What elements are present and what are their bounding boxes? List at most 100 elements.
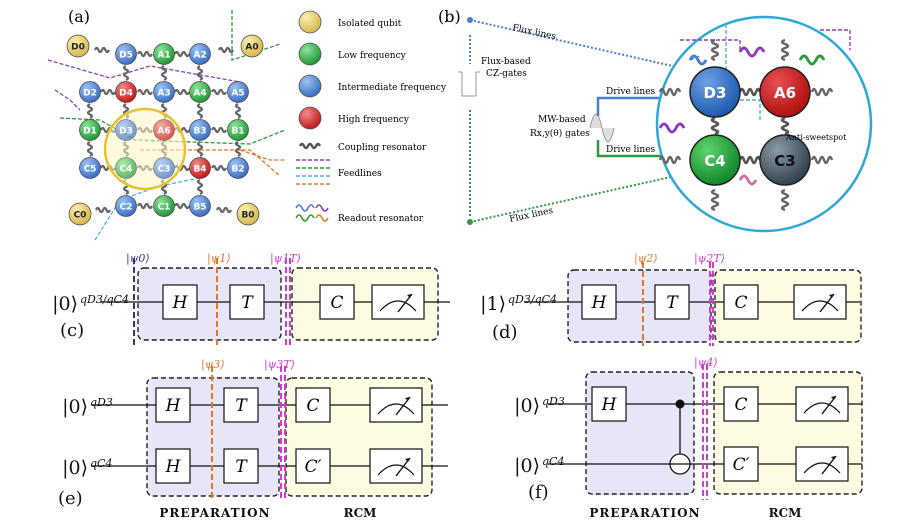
qubit-label-D3: D3	[119, 127, 133, 137]
legend-isolated-swatch	[298, 10, 322, 34]
circuit-e-input-2-sub: qC4	[90, 457, 112, 470]
qubit-label-C2: C2	[120, 203, 133, 213]
qubit-A6	[153, 119, 175, 141]
cnot-control-dot	[675, 399, 685, 409]
state-label-c2: |ψ1T⟩	[270, 252, 301, 266]
meter-f1-arrow	[831, 396, 836, 400]
coupling-resonator	[234, 102, 242, 120]
legend: Isolated qubit Low frequency Intermediat…	[295, 10, 447, 224]
qubit-D5	[115, 43, 137, 65]
coupling-resonator	[160, 64, 168, 82]
state-label-f: |ψ4⟩	[694, 356, 718, 370]
gate-T-d-label: T	[666, 293, 679, 313]
gate-C-c	[319, 284, 355, 320]
qubit-label-B0: B0	[241, 211, 254, 221]
qubit-D1	[79, 119, 101, 141]
coupling-resonator	[122, 64, 130, 82]
state-label-d2: |ψ2T⟩	[694, 252, 725, 266]
gate-H-d	[581, 284, 617, 320]
prep-label-e: PREPARATION	[159, 506, 270, 520]
feedline	[54, 89, 81, 111]
qubit-label-B5: B5	[193, 203, 206, 213]
zoom-qubit-label-C4: C4	[704, 152, 725, 170]
qubit-C2	[115, 195, 137, 217]
panel-label-d: (d)	[492, 322, 518, 343]
zoom-readout-resonator	[658, 122, 686, 134]
flux-line-top	[469, 19, 691, 71]
anti-sweetspot-label: Anti-sweetspot	[785, 133, 847, 142]
meter-c	[371, 284, 425, 320]
qubit-C1	[153, 195, 175, 217]
coupling-resonator	[234, 140, 242, 158]
qubit-label-C0: C0	[74, 211, 87, 221]
flux-gates-label-1: Flux-based	[481, 57, 531, 67]
zoom-feedline	[820, 29, 851, 50]
mw-label-2: Rx,y(θ) gates	[530, 128, 590, 139]
meter-c-arc	[379, 300, 417, 312]
gate-H-f-label: H	[601, 395, 618, 415]
qubit-B0	[236, 202, 260, 226]
panel-label-a: (a)	[68, 7, 90, 26]
prep-label-f: PREPARATION	[589, 506, 700, 520]
zoom-coupler	[738, 87, 762, 97]
gate-H-e1-label: H	[165, 396, 182, 416]
qubit-label-D1: D1	[83, 127, 97, 137]
cz-pulse-icon	[458, 71, 480, 97]
flux-line-bottom	[469, 173, 685, 223]
qubit-B2	[227, 157, 249, 179]
meter-c-arrow	[407, 294, 412, 298]
gate-T-e2-label: T	[235, 457, 248, 477]
zoom-feedline	[680, 39, 741, 50]
zoom-feedline	[725, 24, 761, 120]
coupling-resonator	[86, 140, 94, 158]
circuit-f-input-2-ket: |0⟩	[514, 455, 540, 477]
qubit-A2	[189, 43, 211, 65]
gate-C-e1	[295, 387, 331, 423]
legend-high-swatch	[298, 106, 322, 130]
meter-e1-arrow	[405, 397, 410, 401]
coupling-resonator	[173, 202, 191, 210]
gate-Cp-e2	[295, 448, 331, 484]
gate-C-d	[723, 284, 759, 320]
coupling-resonator	[196, 178, 204, 196]
gate-T-d	[654, 284, 690, 320]
qubit-B3	[189, 119, 211, 141]
highlight-region	[103, 107, 187, 191]
qubit-C3	[153, 157, 175, 179]
gate-T-e2	[223, 448, 259, 484]
feedline	[94, 177, 201, 241]
gate-T-c-label: T	[241, 293, 254, 313]
qubit-label-B4: B4	[193, 165, 206, 175]
circuit-e-input-1-sub: qD3	[90, 396, 113, 409]
qubit-A0	[240, 34, 264, 58]
circuit-f-input-2-sub: qC4	[542, 455, 564, 468]
zoom-readout-resonator	[688, 54, 708, 66]
gate-C-c-label: C	[330, 293, 343, 313]
gate-C-f1-label: C	[734, 395, 747, 415]
gate-Cp-e2-label: C′	[305, 457, 322, 477]
qubit-A5	[227, 81, 249, 103]
zoom-coupler	[710, 116, 720, 136]
legend-isolated: Isolated qubit	[338, 19, 402, 29]
gate-C-d-label: C	[734, 293, 747, 313]
legend-feedlines: Feedlines	[338, 169, 382, 179]
gate-H-c	[162, 284, 198, 320]
legend-readout: Readout resonator	[338, 214, 424, 224]
qubit-B4	[189, 157, 211, 179]
gate-H-c-label: H	[172, 293, 189, 313]
qubit-label-C4: C4	[120, 165, 133, 175]
qubit-label-B3: B3	[193, 127, 206, 137]
circuit-f-input-1-sub: qD3	[542, 395, 565, 408]
gate-T-e1-label: T	[235, 396, 248, 416]
state-label-e1: |ψ3⟩	[201, 358, 225, 372]
qubit-label-C5: C5	[84, 165, 97, 175]
zoom-coupler	[738, 155, 762, 165]
feedline	[47, 59, 241, 83]
flux-gates-label-2: CZ-gates	[486, 69, 527, 79]
gate-H-f	[591, 386, 627, 422]
circuit-d-input-sub: qD3/qC4	[508, 293, 557, 306]
meter-f1	[795, 386, 849, 422]
legend-feedline-icons	[296, 159, 330, 185]
